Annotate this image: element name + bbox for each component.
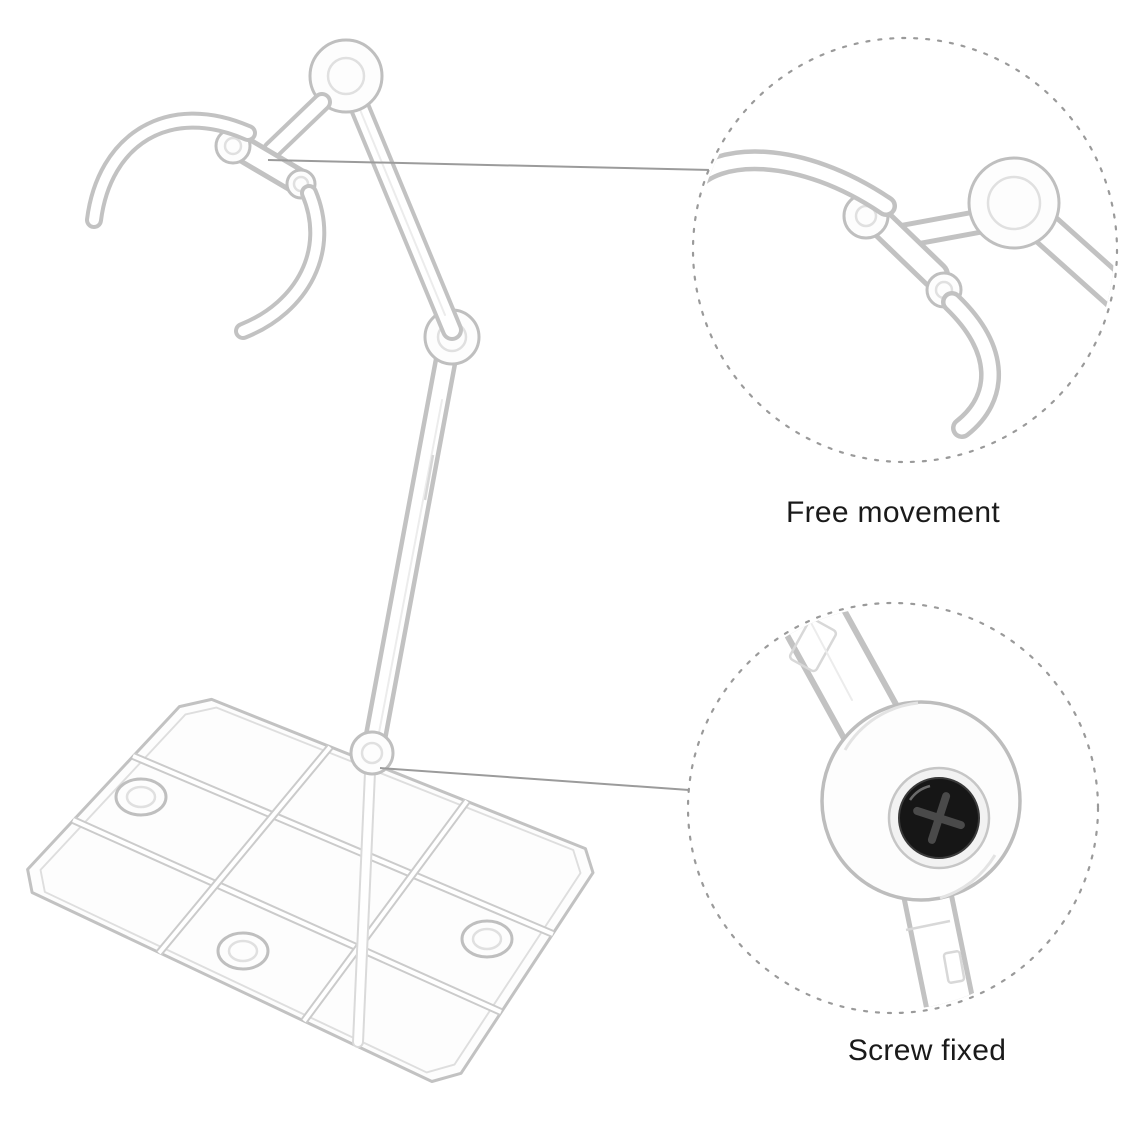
zoomed-claw-prong-down	[941, 291, 1002, 439]
zoomed-claw-ball	[967, 156, 1061, 250]
base-grid	[71, 744, 555, 1024]
screw-fixed-label: Screw fixed	[847, 1034, 1007, 1067]
claw-prong-right	[234, 184, 327, 340]
connector-line-free-movement	[267, 159, 712, 171]
base-joint	[349, 730, 395, 776]
callout-screw-fixed	[686, 601, 1100, 1015]
claw-clamp	[85, 92, 332, 340]
lower-support-rod	[360, 336, 460, 768]
zoomed-lower-rod	[901, 867, 978, 1010]
base-inner-outline	[39, 706, 582, 1074]
free-movement-label: Free movement	[786, 496, 1000, 529]
zoomed-screw-joint	[758, 606, 1022, 1010]
claw-prong-left	[85, 111, 257, 229]
base-peg-2	[216, 931, 270, 971]
display-stand	[26, 38, 595, 1083]
zoomed-claw	[696, 149, 1114, 439]
base-plate	[26, 697, 595, 1083]
connector-line-screw-fixed	[379, 767, 690, 791]
upper-arm-rod	[339, 73, 463, 341]
screw-head	[887, 766, 991, 870]
base-peg-3	[460, 919, 514, 959]
base-outline	[26, 697, 595, 1083]
base-peg-1	[114, 777, 168, 817]
callout-free-movement	[691, 36, 1119, 464]
rod-reflection-core	[354, 768, 374, 1046]
phillips-cross-icon	[913, 792, 965, 844]
